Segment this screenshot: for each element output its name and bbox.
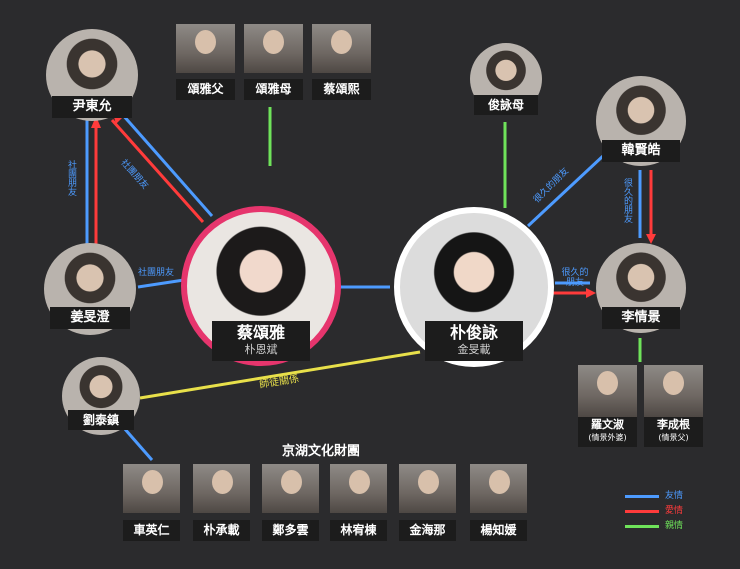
- line-liu-foundation: [122, 427, 154, 461]
- arrow-lee: [586, 288, 596, 298]
- name-lee: 李情景: [602, 307, 680, 329]
- name-lee-dad-text: 李成根: [657, 418, 690, 431]
- name-luo-text: 羅文淑: [591, 418, 624, 431]
- foundation-title: 京湖文化財團: [282, 444, 361, 459]
- photo-lee-dad: [644, 365, 703, 417]
- name-lee-dad: 李成根 (情景父): [644, 417, 703, 447]
- photo-chae-mom: [244, 24, 303, 73]
- name-member-3: 鄭多雲: [262, 520, 319, 541]
- legend-romance-swatch: [625, 510, 659, 513]
- name-han: 韓賢皓: [602, 140, 680, 162]
- photo-luo: [578, 365, 637, 417]
- name-chae-mom: 頌雅母: [244, 79, 303, 100]
- legend-family-swatch: [625, 525, 659, 528]
- legend-family-label: 親情: [665, 521, 684, 531]
- label-old-friend-park-lee-text: 很久的朋友: [561, 268, 589, 288]
- name-park-mom: 俊詠母: [474, 95, 538, 115]
- name-member-1: 車英仁: [123, 520, 180, 541]
- legend-friendship-swatch: [625, 495, 659, 498]
- photo-member-1: [123, 464, 180, 513]
- name-member-4: 林宥棟: [330, 520, 387, 541]
- arrow-han-down: [646, 234, 656, 244]
- name-luo: 羅文淑 (情景外婆): [578, 417, 637, 447]
- name-member-5: 金海那: [399, 520, 456, 541]
- name-park-text: 朴俊詠: [449, 323, 498, 342]
- line-kang-chae: [137, 278, 185, 289]
- arrow-yoon-2: [91, 116, 101, 128]
- name-chae-actor: 朴恩斌: [244, 343, 278, 356]
- photo-chae-dad: [176, 24, 235, 73]
- name-member-2: 朴承載: [193, 520, 250, 541]
- label-old-friend-han-lee: 很久的朋友: [622, 178, 632, 223]
- name-chae-dad: 頌雅父: [176, 79, 235, 100]
- line-yoon-chae-red: [110, 119, 205, 223]
- line-han-park: [526, 154, 605, 228]
- legend-romance-label: 愛情: [665, 506, 684, 516]
- photo-member-4: [330, 464, 387, 513]
- name-liu: 劉泰鎮: [68, 410, 134, 430]
- photo-member-5: [399, 464, 456, 513]
- photo-chae-sis: [312, 24, 371, 73]
- name-kang: 姜旻澄: [50, 307, 130, 329]
- name-lee-dad-note: (情景父): [658, 433, 689, 442]
- photo-member-6: [470, 464, 527, 513]
- legend-friendship-label: 友情: [665, 491, 684, 501]
- line-yoon-chae-blue: [120, 113, 214, 217]
- label-social-friend: 社團朋友: [138, 268, 175, 278]
- name-luo-note: (情景外婆): [588, 433, 627, 442]
- name-chae-sis: 蔡頌熙: [312, 79, 371, 100]
- name-chae: 蔡頌雅 朴恩斌: [212, 321, 310, 361]
- name-park: 朴俊詠 金旻載: [425, 321, 523, 361]
- name-chae-text: 蔡頌雅: [236, 323, 285, 342]
- label-old-friend-park-lee: 很久的朋友: [558, 268, 592, 288]
- photo-member-3: [262, 464, 319, 513]
- line-mentor: [139, 350, 421, 400]
- legend-family: 親情: [625, 520, 705, 532]
- legend-romance: 愛情: [625, 505, 705, 517]
- name-yoon: 尹東允: [52, 96, 132, 118]
- label-social-friend-vertical: 社團朋友: [66, 160, 76, 196]
- photo-member-2: [193, 464, 250, 513]
- name-member-6: 楊知媛: [470, 520, 527, 541]
- avatar-park: [394, 207, 554, 367]
- name-park-actor: 金旻載: [457, 343, 491, 356]
- legend-friendship: 友情: [625, 490, 705, 502]
